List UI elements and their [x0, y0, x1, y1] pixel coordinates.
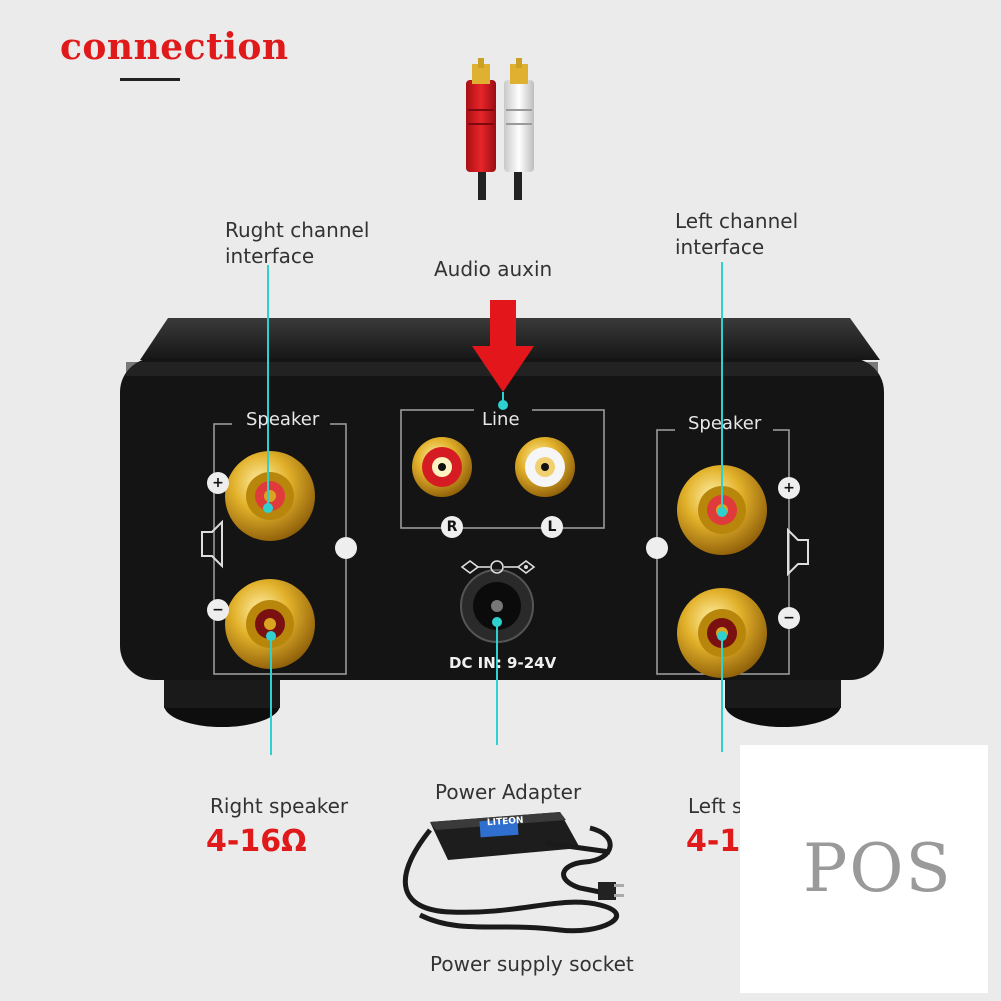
line-label: Line [482, 409, 520, 430]
dc-in-label: DC IN: 9-24V [449, 654, 557, 672]
speaker-panel-right [646, 412, 809, 678]
power-adapter-label: Power Adapter [435, 780, 582, 804]
speaker-label-left: Speaker [246, 409, 320, 430]
line-r-label: R [441, 516, 463, 538]
speaker-label-right: Speaker [688, 413, 762, 434]
diagram-title: connection [60, 26, 289, 68]
speaker-panel-left [201, 408, 357, 675]
right-channel-label-line2: interface [225, 244, 315, 268]
right-channel-label-line1: Rught channel [225, 218, 370, 242]
channel-l-label: L [652, 539, 662, 557]
minus-icon-right: − [783, 610, 795, 626]
plus-icon-left: + [212, 475, 224, 491]
left-channel-label-line1: Left channel [675, 209, 799, 233]
audio-input-arrow-icon [472, 300, 534, 392]
title-underline [120, 78, 180, 81]
right-speaker-impedance: 4-16Ω [206, 824, 307, 859]
audio-auxin-label: Audio auxin [434, 257, 553, 281]
power-supply-socket-label: Power supply socket [430, 952, 634, 976]
callout-lines [263, 262, 727, 755]
watermark-box [740, 745, 988, 993]
line-l-label: L [541, 516, 563, 538]
line-input-panel [400, 404, 605, 529]
rca-cable-icon [466, 58, 534, 200]
right-speaker-label: Right speaker [210, 794, 349, 818]
watermark-text: POS [803, 830, 953, 907]
left-speaker-impedance: 4-1 [686, 824, 741, 859]
plus-icon-right: + [783, 480, 795, 496]
dc-input-jack [460, 560, 536, 643]
power-adapter-icon [402, 812, 624, 934]
left-channel-label-line2: interface [675, 235, 765, 259]
channel-r-label: R [340, 539, 352, 557]
minus-icon-left: − [212, 602, 224, 618]
